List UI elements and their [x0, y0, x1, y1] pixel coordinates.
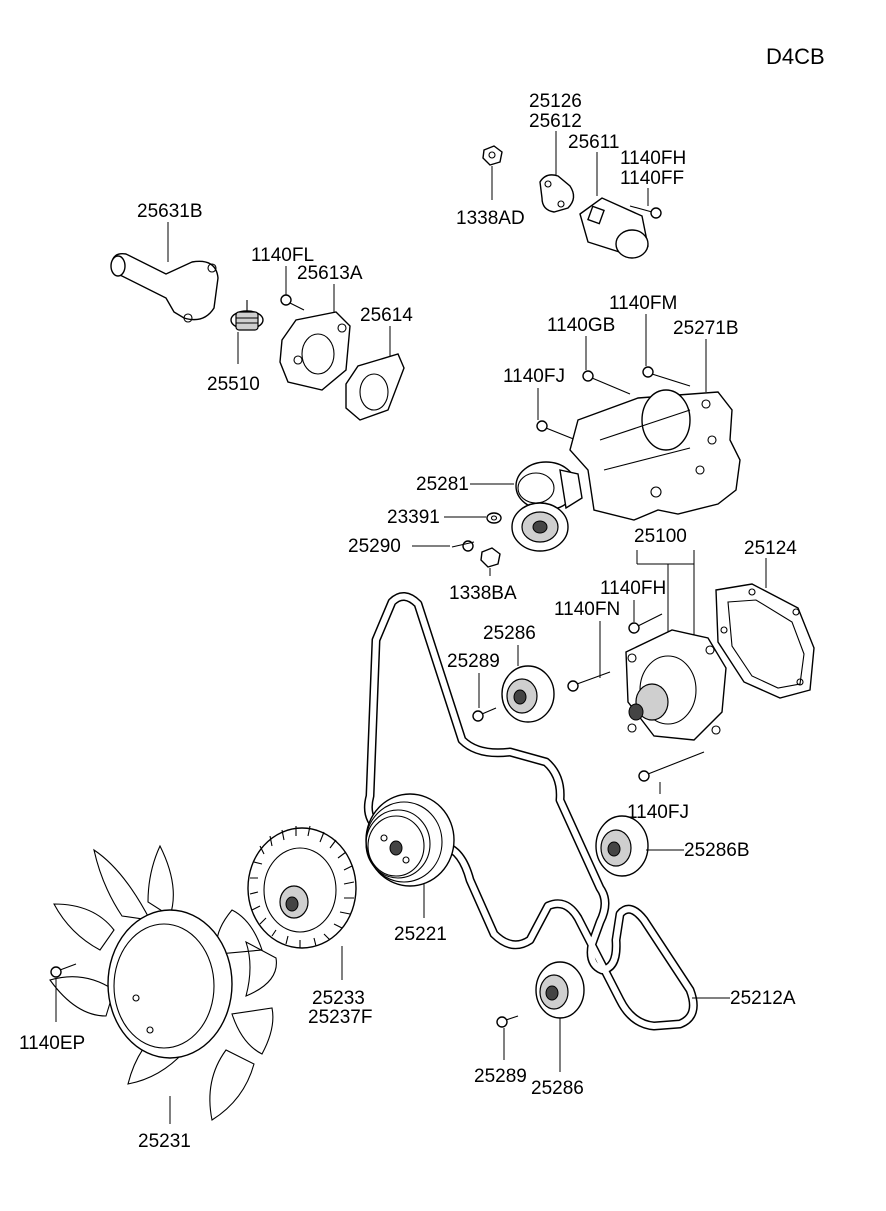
fan-clutch-25233[interactable] — [247, 825, 357, 949]
nut-1338AD[interactable] — [482, 145, 503, 166]
label-25271B: 25271B — [673, 318, 739, 339]
bolt-1140FH-mid[interactable] — [628, 613, 663, 634]
water-pump-housing-25271B[interactable] — [569, 389, 741, 521]
idler-pulley-upper[interactable] — [511, 502, 569, 552]
thermostat-cover-25613A[interactable] — [279, 311, 351, 391]
label-1140FN: 1140FN — [554, 599, 620, 620]
label-25212A: 25212A — [730, 988, 796, 1009]
label-25614: 25614 — [360, 305, 413, 326]
label-25289-mid: 25289 — [447, 651, 500, 672]
bolt-1140FM[interactable] — [642, 366, 691, 387]
label-25612: 25612 — [529, 111, 582, 132]
bolt-1140EP[interactable] — [50, 963, 77, 978]
label-25290: 25290 — [348, 536, 401, 557]
bolt-1140FJ-top[interactable] — [536, 420, 577, 441]
cooling-fan-25231[interactable] — [49, 844, 277, 1121]
label-25631B: 25631B — [137, 201, 203, 222]
engine-code: D4CB — [766, 44, 825, 69]
bolt-1140FN[interactable] — [567, 671, 611, 692]
label-25126: 25126 — [529, 91, 582, 112]
thermostat-housing-25611[interactable] — [579, 197, 649, 259]
label-1140GB: 1140GB — [547, 315, 615, 336]
bolt-1140FL[interactable] — [280, 294, 305, 311]
label-25231: 25231 — [138, 1131, 191, 1152]
bolt-1140FJ-bot[interactable] — [638, 751, 705, 782]
bolt-25290[interactable] — [451, 540, 475, 552]
label-1140FF: 1140FF — [620, 168, 684, 189]
label-25611: 25611 — [568, 132, 619, 153]
bolt-1140GB[interactable] — [582, 370, 631, 395]
label-1140FH-mid: 1140FH — [600, 578, 666, 599]
water-outlet-pipe-25631B[interactable] — [110, 252, 219, 323]
label-25221: 25221 — [394, 924, 447, 945]
label-1140FL: 1140FL — [251, 245, 314, 266]
label-25237F: 25237F — [308, 1007, 372, 1028]
label-23391: 23391 — [387, 507, 440, 528]
bolt-25289-bot[interactable] — [496, 1015, 519, 1028]
belt-25212A[interactable] — [363, 592, 698, 1031]
label-25510: 25510 — [207, 374, 260, 395]
label-25286-bot: 25286 — [531, 1078, 584, 1099]
pulley-25221[interactable] — [365, 793, 455, 887]
idler-pulley-25286B[interactable] — [595, 815, 649, 877]
gasket-25614[interactable] — [345, 353, 405, 421]
washer-23391[interactable] — [486, 512, 502, 524]
label-1140EP: 1140EP — [19, 1033, 85, 1054]
gasket-25124[interactable] — [715, 583, 815, 699]
bolt-25289-mid[interactable] — [472, 707, 497, 722]
bolt-1140FF[interactable] — [629, 205, 662, 219]
label-1140FJ-top: 1140FJ — [503, 366, 565, 387]
label-25100: 25100 — [634, 526, 687, 547]
label-1338BA: 1338BA — [449, 583, 517, 604]
water-pump-25100[interactable] — [625, 629, 727, 741]
label-25613A: 25613A — [297, 263, 363, 284]
label-1140FM: 1140FM — [609, 293, 677, 314]
label-25281: 25281 — [416, 474, 469, 495]
label-1140FJ-bot: 1140FJ — [627, 802, 689, 823]
label-1140FH-top: 1140FH — [620, 148, 686, 169]
tensioner-25281[interactable] — [515, 461, 583, 511]
label-1338AD: 1338AD — [456, 208, 525, 229]
label-25286-mid: 25286 — [483, 623, 536, 644]
idler-pulley-25286-mid[interactable] — [501, 665, 555, 723]
idler-pulley-25286-bot[interactable] — [535, 961, 585, 1019]
nut-1338BA[interactable] — [480, 547, 501, 568]
label-25286B: 25286B — [684, 840, 750, 861]
label-25289-bot: 25289 — [474, 1066, 527, 1087]
label-25124: 25124 — [744, 538, 797, 559]
gasket-25612[interactable] — [539, 174, 575, 213]
thermostat-25510[interactable] — [230, 300, 264, 331]
label-25233: 25233 — [312, 988, 365, 1009]
